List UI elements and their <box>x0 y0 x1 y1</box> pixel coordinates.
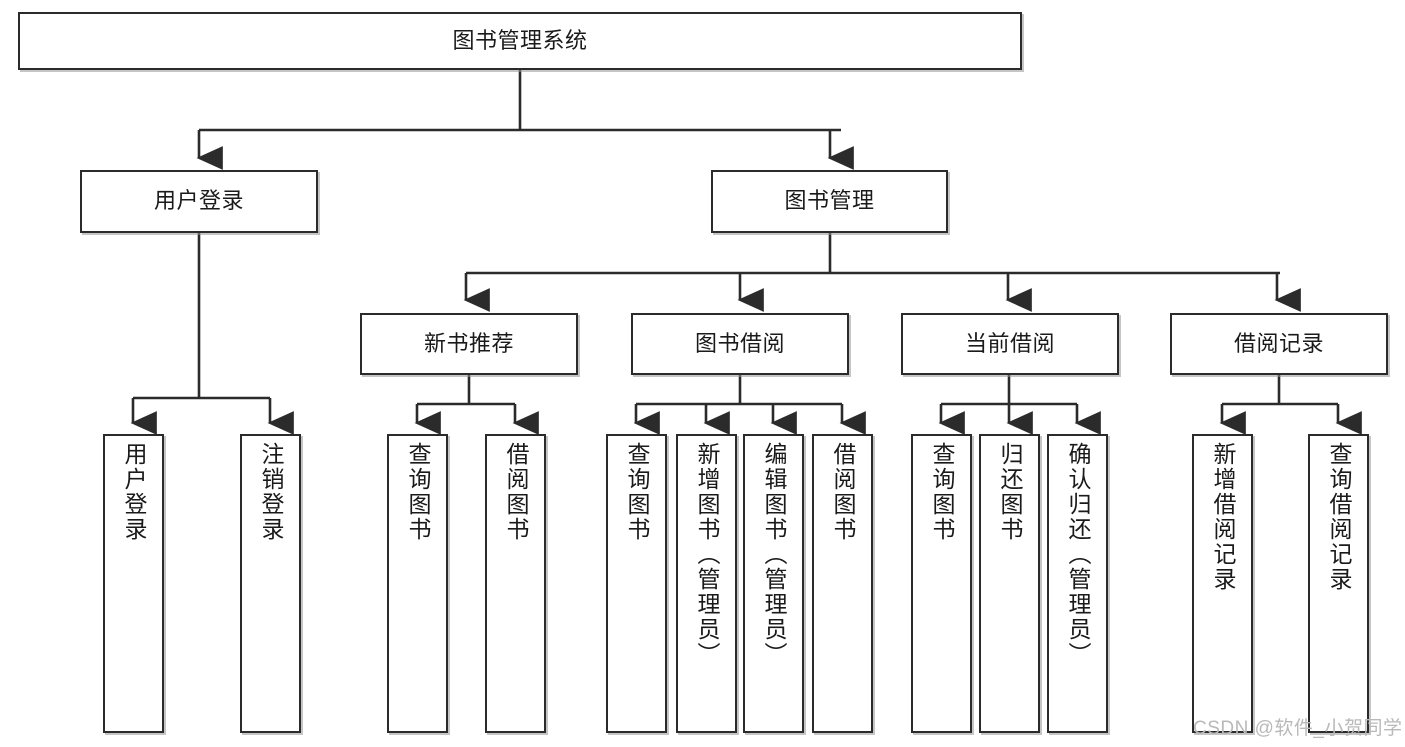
leaf-label: 查询图书 <box>929 442 955 542</box>
node-label: 图书借阅 <box>694 330 785 356</box>
leaf-newbook-borrow-book[interactable]: 借阅图书 <box>485 434 546 733</box>
leaf-newbook-query-book[interactable]: 查询图书 <box>387 434 448 733</box>
leaf-borrowrecord-add-record[interactable]: 新增借阅记录 <box>1192 434 1253 733</box>
leaf-label: 查询图书 <box>405 442 431 542</box>
leaf-bookborrow-edit-book-admin[interactable]: 编辑图书（管理员） <box>743 434 804 733</box>
leaf-label: 查询借阅记录 <box>1326 442 1352 592</box>
leaf-label: 新增借阅记录 <box>1210 442 1236 592</box>
node-label: 新书推荐 <box>423 330 514 356</box>
node-book-borrow[interactable]: 图书借阅 <box>631 313 849 375</box>
leaf-label: 借阅图书 <box>503 442 529 542</box>
csdn-watermark: CSDN @软件_小贺同学 <box>1193 718 1403 739</box>
leaf-label: 用户登录 <box>121 442 147 542</box>
leaf-bookborrow-add-book-admin[interactable]: 新增图书（管理员） <box>676 434 737 733</box>
node-current-borrow[interactable]: 当前借阅 <box>901 313 1119 375</box>
leaf-user-login-signout[interactable]: 注销登录 <box>240 434 301 733</box>
node-label: 图书管理系统 <box>452 27 588 53</box>
leaf-bookborrow-query-book[interactable]: 查询图书 <box>606 434 667 733</box>
leaf-borrowrecord-query-record[interactable]: 查询借阅记录 <box>1308 434 1369 733</box>
leaf-currentborrow-return-book[interactable]: 归还图书 <box>979 434 1040 733</box>
leaf-label: 注销登录 <box>258 442 284 542</box>
node-borrow-record[interactable]: 借阅记录 <box>1170 313 1388 375</box>
leaf-label: 编辑图书（管理员） <box>761 442 787 667</box>
node-book-management[interactable]: 图书管理 <box>711 170 948 233</box>
leaf-user-login-signin[interactable]: 用户登录 <box>103 434 164 733</box>
leaf-label: 确认归还（管理员） <box>1065 442 1091 667</box>
leaf-label: 借阅图书 <box>830 442 856 542</box>
node-new-book-recommend[interactable]: 新书推荐 <box>360 313 578 375</box>
leaf-label: 归还图书 <box>997 442 1023 542</box>
leaf-label: 新增图书（管理员） <box>694 442 720 667</box>
node-label: 借阅记录 <box>1233 330 1324 356</box>
node-label: 用户登录 <box>153 188 244 214</box>
node-label: 当前借阅 <box>964 330 1055 356</box>
leaf-label: 查询图书 <box>624 442 650 542</box>
leaf-currentborrow-query-book[interactable]: 查询图书 <box>911 434 972 733</box>
node-user-login[interactable]: 用户登录 <box>80 170 318 233</box>
leaf-bookborrow-borrow-book[interactable]: 借阅图书 <box>812 434 873 733</box>
leaf-currentborrow-confirm-return-admin[interactable]: 确认归还（管理员） <box>1047 434 1108 733</box>
node-root-system[interactable]: 图书管理系统 <box>18 12 1022 70</box>
node-label: 图书管理 <box>784 188 875 214</box>
